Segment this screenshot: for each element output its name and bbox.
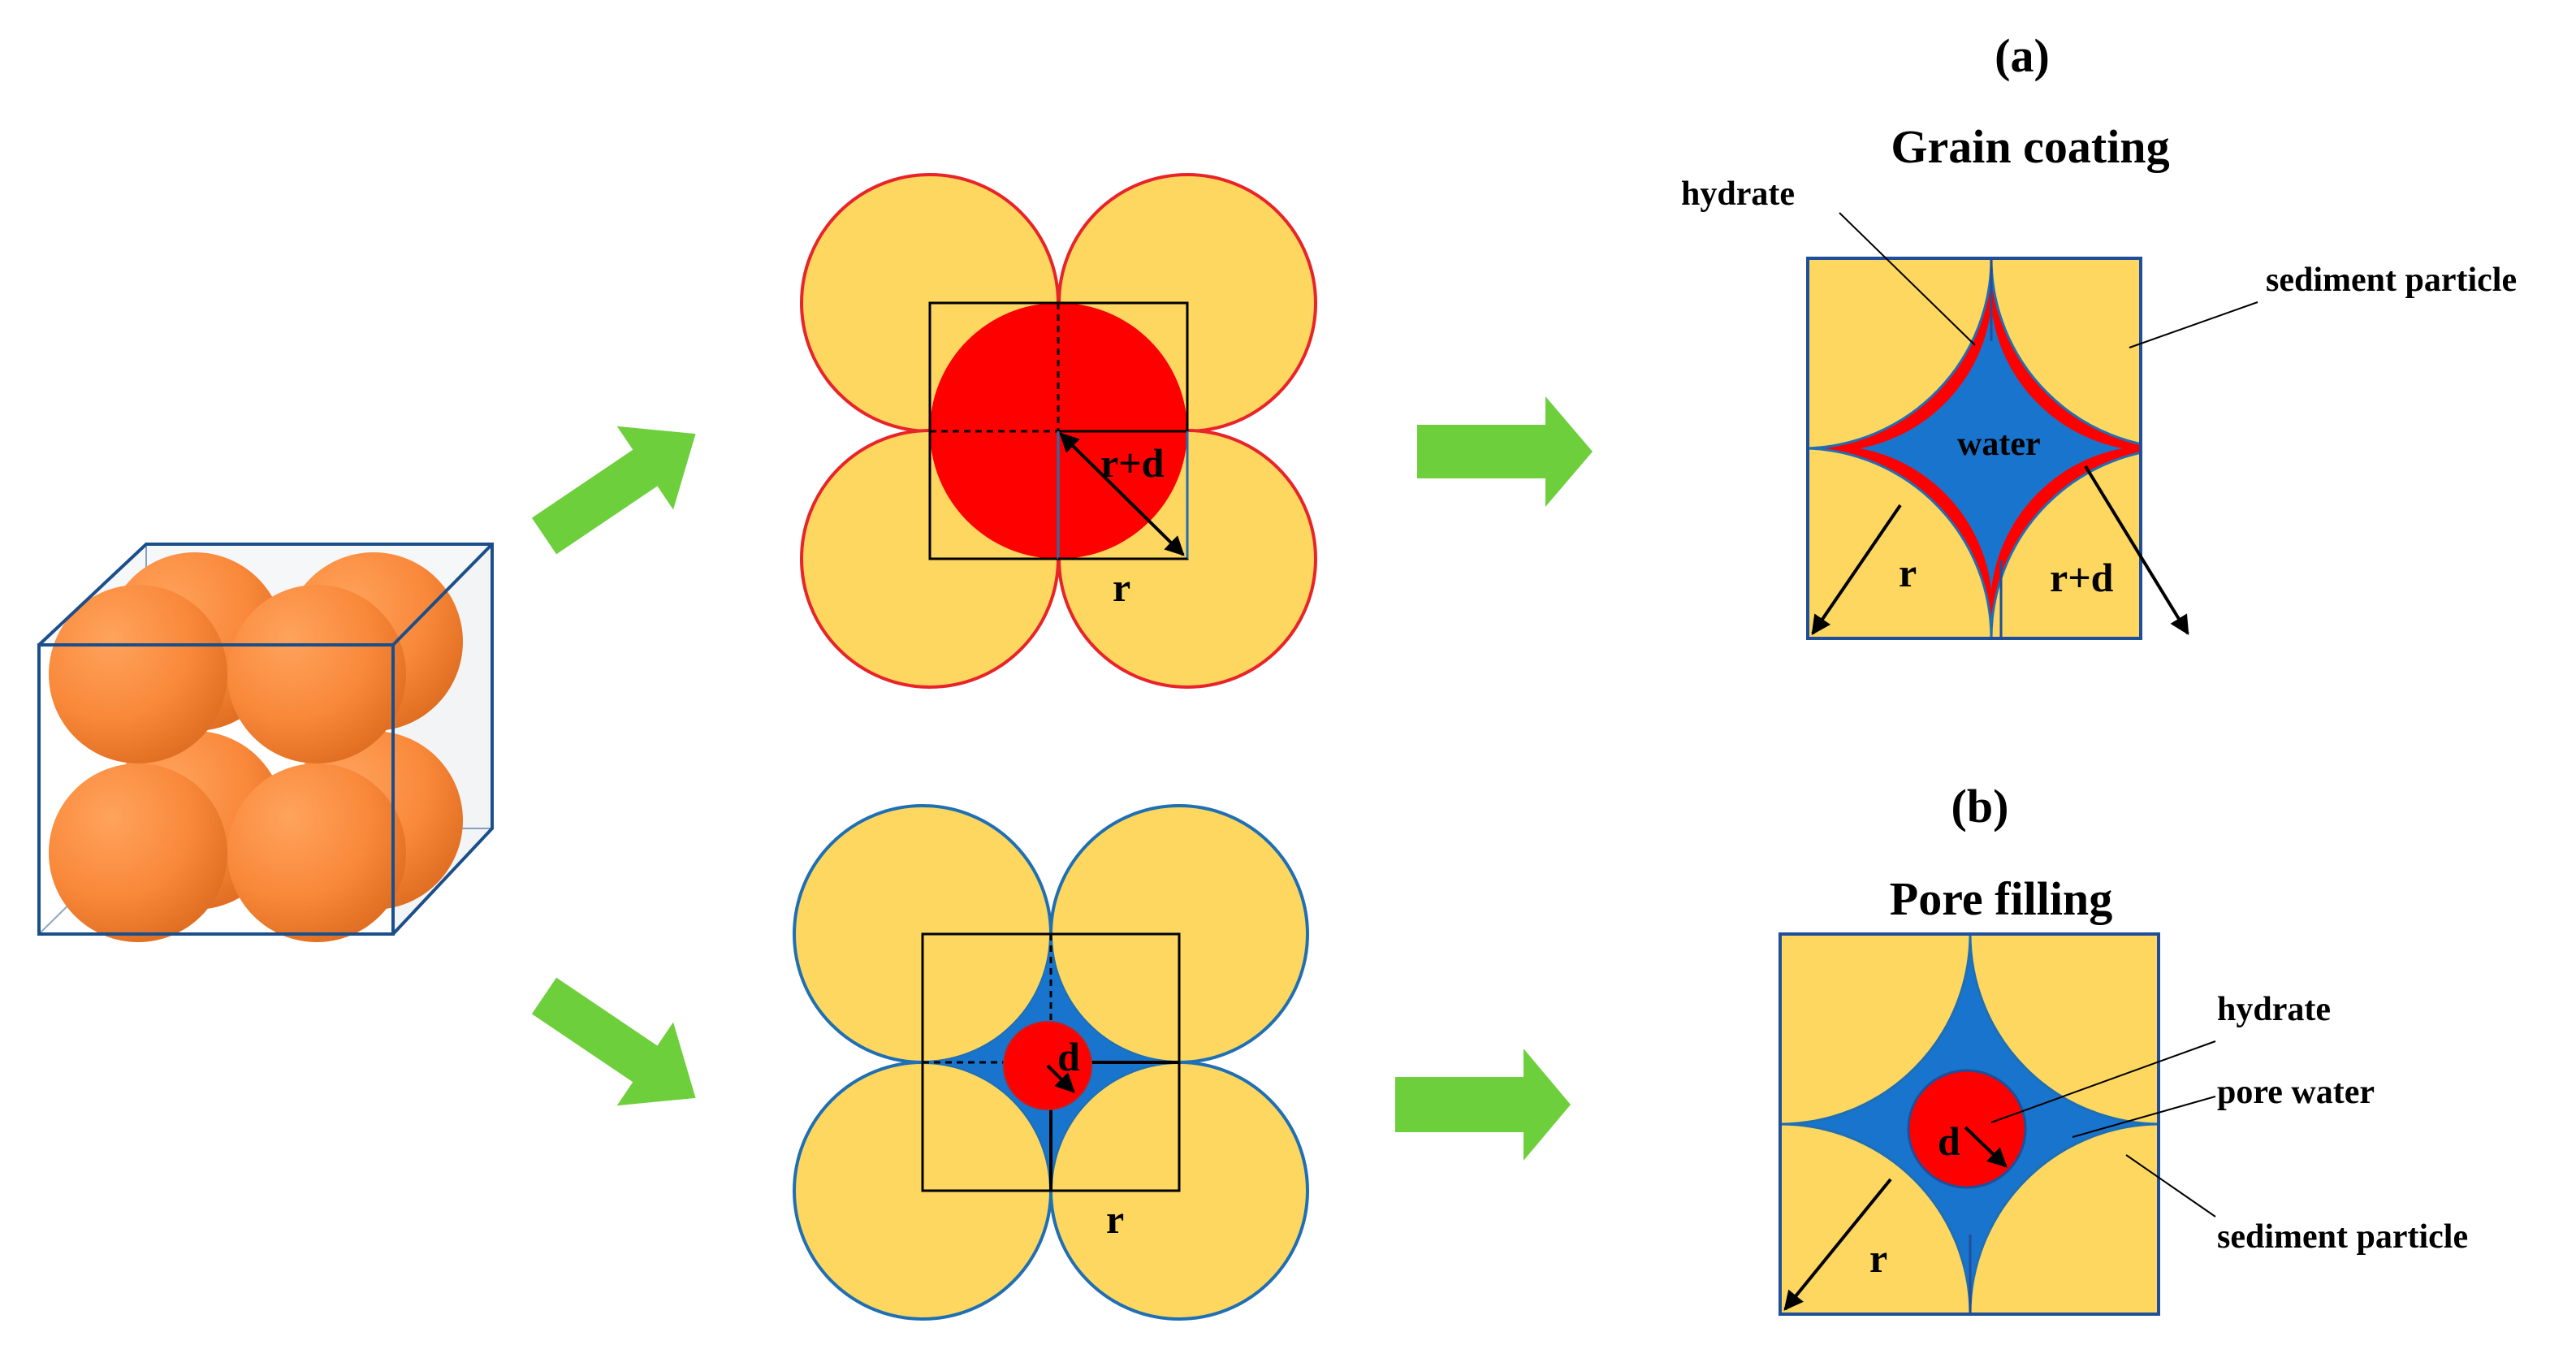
sphere-packing-cube <box>37 543 494 942</box>
panel-a-water-label: water <box>1957 426 2041 463</box>
panel-b: (b) Pore filling d hydrate pore water se… <box>1779 780 2468 1316</box>
panel-b-r-label: r <box>1869 1235 1887 1281</box>
middle-b-r-label: r <box>1106 1196 1124 1242</box>
panel-b-title: Pore filling <box>1890 872 2112 925</box>
panel-b-hydrate-label: hydrate <box>2217 991 2331 1028</box>
arrow-to-panel-b <box>1395 1049 1571 1161</box>
panel-a-tag: (a) <box>1995 29 2050 82</box>
panel-a-rplusd-label: r+d <box>2050 555 2114 600</box>
panel-a-hydrate-label: hydrate <box>1681 175 1795 213</box>
panel-b-pore-water-label: pore water <box>2217 1074 2375 1111</box>
panel-b-sediment-label: sediment particle <box>2217 1218 2468 1256</box>
panel-a-water <box>1860 307 2123 590</box>
panel-a-r-label: r <box>1899 550 1917 595</box>
middle-a-rplusd-label: r+d <box>1100 440 1165 486</box>
panel-a: (a) Grain coating water hydrate sediment… <box>1681 29 2517 640</box>
middle-grain-coating: r+d r <box>800 173 1317 689</box>
arrow-to-middle-bottom <box>531 977 696 1106</box>
arrow-to-middle-top <box>531 426 696 555</box>
panel-b-tag: (b) <box>1951 780 2009 833</box>
arrow-to-panel-a <box>1417 396 1593 507</box>
middle-a-r-label: r <box>1113 564 1130 610</box>
middle-b-d-label: d <box>1057 1034 1080 1079</box>
middle-pore-filling: d r <box>793 804 1309 1321</box>
panel-a-sediment-label: sediment particle <box>2266 262 2517 299</box>
panel-b-d-label: d <box>1938 1118 1960 1164</box>
sphere-group <box>49 552 463 942</box>
panel-a-title: Grain coating <box>1891 120 2169 173</box>
